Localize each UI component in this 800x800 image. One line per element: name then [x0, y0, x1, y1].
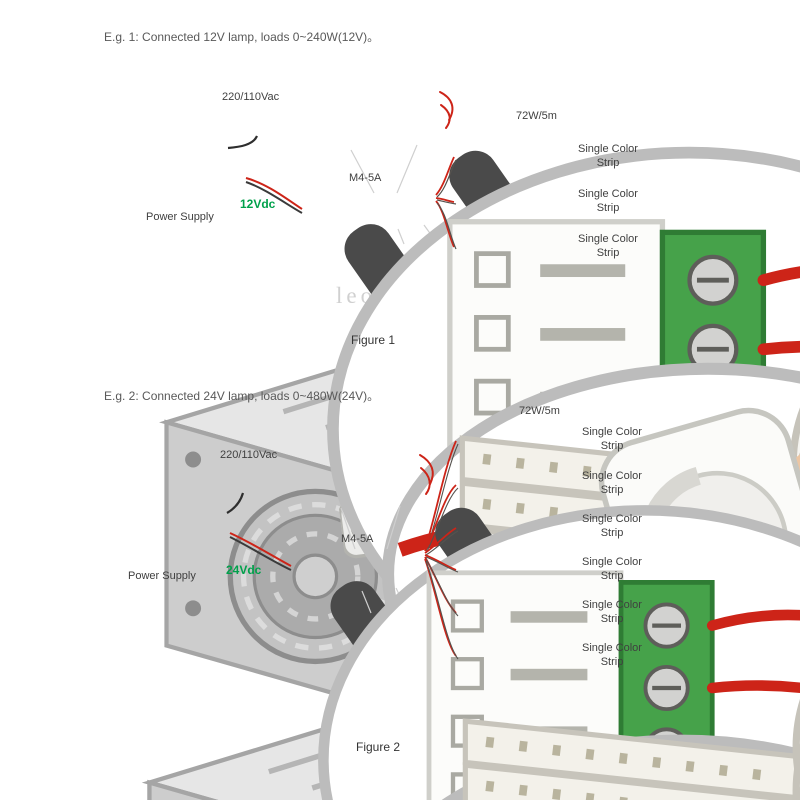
- ac-cable: [226, 492, 245, 514]
- fig2-ac-voltage-label: 220/110Vac: [220, 449, 278, 461]
- strip-label-line: Strip: [600, 655, 624, 668]
- inset-wire-tails: [439, 91, 454, 129]
- fig2-strip-label-2: Single Color Strip: [575, 470, 649, 498]
- fig2-strip-label-5: Single Color Strip: [575, 599, 649, 627]
- ac-cable: [227, 135, 259, 150]
- fig1-strip-power-label: 72W/5m: [516, 110, 557, 122]
- dc-wires: [229, 532, 292, 571]
- fig1-controller-label: M4-5A: [349, 172, 382, 184]
- fig2-controller-label: M4-5A: [341, 533, 374, 545]
- strip-label-line: Strip: [600, 483, 624, 496]
- strip-label-line: Single Color: [582, 513, 642, 525]
- strip-label-line: Single Color: [578, 143, 638, 155]
- fig2-power-supply-label: Power Supply: [128, 570, 196, 582]
- fig1-strip-label-1: Single Color Strip: [571, 143, 645, 171]
- strip-label-line: Strip: [596, 246, 620, 259]
- fig1-power-supply-label: Power Supply: [146, 211, 214, 223]
- strip-label-line: Single Color: [582, 642, 642, 654]
- dc-wires: [245, 177, 303, 214]
- fig2-dc-voltage-label: 24Vdc: [226, 563, 262, 577]
- output-wires: [424, 440, 459, 660]
- figure2-graphics: [149, 440, 800, 800]
- inset-wire-tails: [419, 454, 434, 495]
- strip-label-line: Strip: [600, 569, 624, 582]
- fig2-caption: Figure 2: [356, 740, 401, 754]
- fig1-caption: Figure 1: [351, 333, 396, 347]
- fig1-title: E.g. 1: Connected 12V lamp, loads 0~240W…: [104, 30, 380, 44]
- strip-label-line: Single Color: [582, 556, 642, 568]
- strip-label-line: Single Color: [578, 188, 638, 200]
- fig2-strip-label-6: Single Color Strip: [575, 642, 649, 670]
- strip-label-line: Strip: [596, 156, 620, 169]
- strip-label-line: Single Color: [582, 426, 642, 438]
- fig2-strip-label-3: Single Color Strip: [575, 513, 649, 541]
- fig2-strip-label-1: Single Color Strip: [575, 426, 649, 454]
- strip-label-line: Strip: [600, 439, 624, 452]
- fig2-title: E.g. 2: Connected 24V lamp, loads 0~480W…: [104, 389, 380, 403]
- fig1-dc-voltage-label: 12Vdc: [240, 197, 276, 211]
- figure1-graphics: [167, 91, 800, 800]
- strip-label-line: Single Color: [582, 599, 642, 611]
- fig1-strip-label-2: Single Color Strip: [571, 188, 645, 216]
- strip-label-line: Strip: [596, 201, 620, 214]
- strip-label-line: Strip: [600, 612, 624, 625]
- output-wires: [435, 156, 457, 250]
- fig1-strip-label-3: Single Color Strip: [571, 233, 645, 261]
- fig1-ac-voltage-label: 220/110Vac: [222, 91, 280, 103]
- fig2-strip-label-4: Single Color Strip: [575, 556, 649, 584]
- strip-label-line: Single Color: [582, 470, 642, 482]
- fig2-strip-power-label: 72W/5m: [519, 405, 560, 417]
- strip-label-line: Strip: [600, 526, 624, 539]
- strip-label-line: Single Color: [578, 233, 638, 245]
